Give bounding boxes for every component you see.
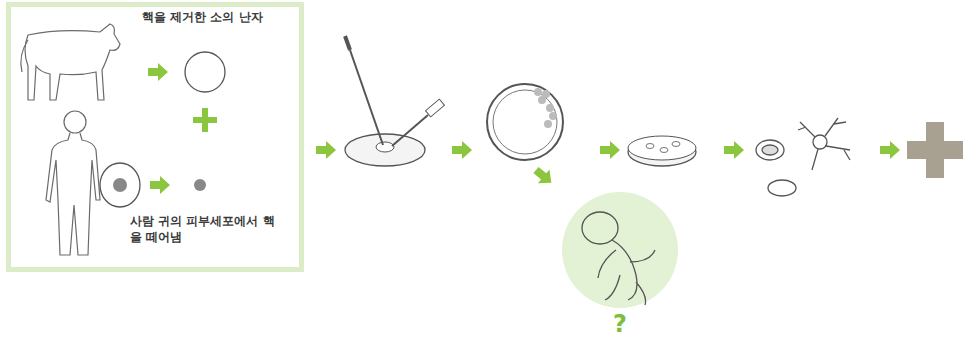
plus-symbol	[193, 108, 217, 132]
caption-text: 사람 귀의 피부세포에서 핵을 떼어냄	[130, 214, 280, 245]
fetus-circle	[562, 192, 678, 308]
panel-box: 핵을 제거한 소의 난자사람 귀의 피부세포에서 핵을 떼어냄	[6, 2, 304, 272]
blastocyst	[487, 84, 563, 160]
egg-cell	[185, 52, 225, 92]
nucleus	[194, 179, 206, 191]
caption-text: 핵을 제거한 소의 난자	[142, 10, 292, 26]
question-mark: ?	[613, 310, 627, 338]
petri-dish	[628, 136, 696, 166]
cow-outline	[21, 24, 120, 100]
microinjection	[345, 36, 444, 166]
cross-symbol	[907, 122, 963, 178]
cells	[756, 118, 850, 196]
human-outline	[46, 111, 100, 255]
